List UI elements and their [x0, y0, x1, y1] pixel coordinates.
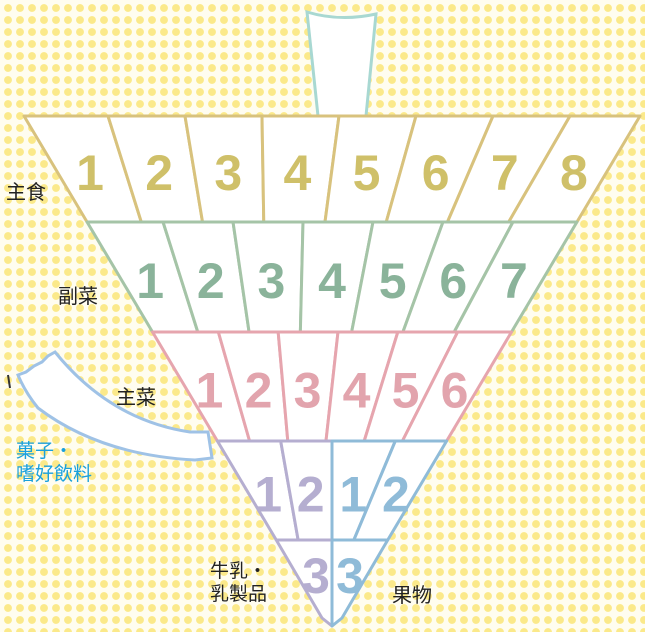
serving-count-tier-3: 4	[343, 363, 371, 419]
label-dairy-line1: 牛乳・	[210, 560, 268, 582]
top-stem-icon	[305, 9, 378, 118]
label-main-dish: 主菜	[116, 385, 156, 409]
fruit-serving-count: 2	[382, 467, 410, 523]
serving-count-tier-1: 5	[353, 145, 381, 201]
snack-ribbon-icon	[16, 350, 214, 462]
label-snack: 菓子・ 嗜好飲料	[16, 440, 92, 486]
serving-count-tier-2: 3	[257, 253, 285, 309]
serving-count-tier-3: 2	[245, 363, 273, 419]
serving-count-tier-1: 1	[76, 145, 104, 201]
fruit-tip-cell	[330, 538, 390, 628]
label-staple: 主食	[6, 180, 46, 204]
snack-ribbon-edge	[7, 374, 11, 389]
serving-count-tier-2: 5	[379, 253, 407, 309]
label-dairy-line2: 乳製品	[210, 582, 268, 605]
serving-count-tier-2: 7	[500, 253, 528, 309]
label-dairy: 牛乳・ 乳製品	[210, 560, 267, 606]
label-snack-line1: 菓子・	[16, 440, 74, 462]
serving-count-tier-1: 6	[422, 145, 450, 201]
serving-count-tier-3: 1	[196, 363, 224, 419]
serving-count-tier-1: 4	[284, 145, 312, 201]
serving-count-tier-1: 3	[214, 145, 242, 201]
dairy-serving-count: 3	[302, 548, 330, 604]
label-fruit: 果物	[392, 583, 432, 607]
dairy-serving-count: 2	[297, 467, 325, 523]
serving-count-tier-2: 1	[136, 253, 164, 309]
fruit-serving-count: 1	[339, 467, 367, 523]
serving-count-tier-3: 5	[392, 363, 420, 419]
serving-count-tier-2: 4	[318, 253, 346, 309]
serving-count-tier-1: 7	[491, 145, 519, 201]
serving-count-tier-3: 6	[441, 363, 469, 419]
serving-count-tier-1: 2	[145, 145, 173, 201]
serving-count-tier-1: 8	[560, 145, 588, 201]
serving-count-tier-2: 6	[439, 253, 467, 309]
serving-count-tier-2: 2	[197, 253, 225, 309]
dairy-serving-count: 1	[254, 467, 282, 523]
label-side-dish: 副菜	[58, 284, 98, 308]
label-snack-line2: 嗜好飲料	[16, 462, 93, 485]
serving-count-tier-3: 3	[294, 363, 322, 419]
fruit-serving-count: 3	[336, 548, 364, 604]
